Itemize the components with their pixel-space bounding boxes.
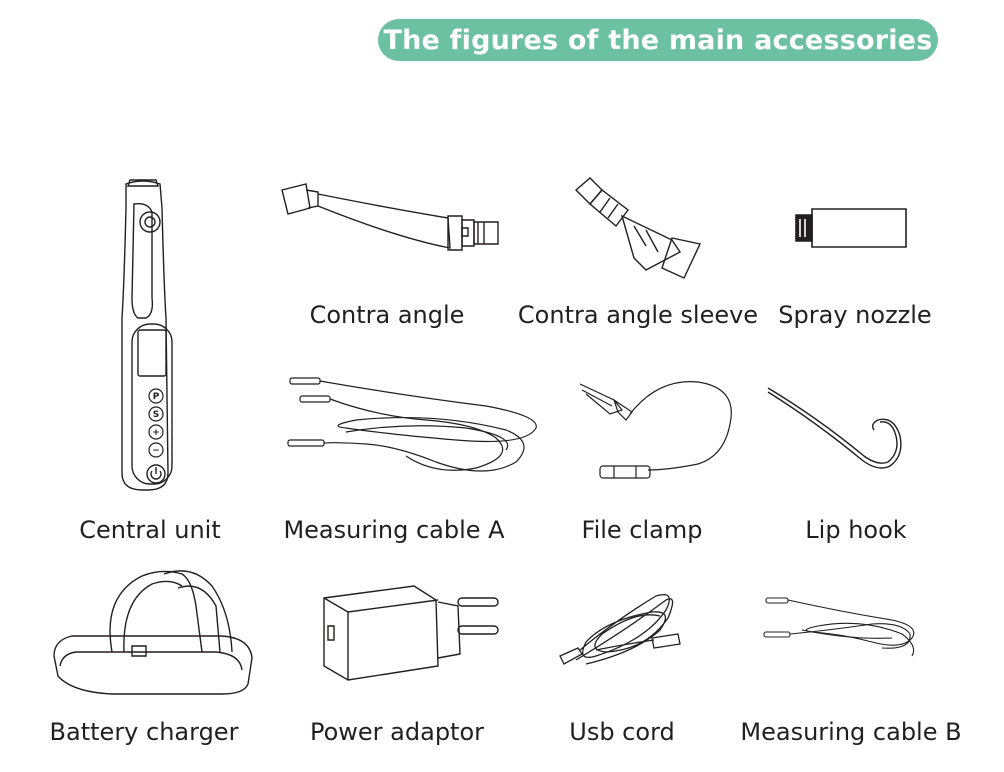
file-clamp-icon xyxy=(578,376,738,488)
lip-hook-label: Lip hook xyxy=(805,516,907,544)
measuring-cable-b-icon xyxy=(762,594,922,664)
contra-angle-sleeve-label: Contra angle sleeve xyxy=(517,301,759,329)
battery-charger-icon xyxy=(52,566,256,698)
spray-nozzle-label: Spray nozzle xyxy=(778,301,932,329)
central-unit-button-p: P xyxy=(153,392,160,402)
lip-hook-icon xyxy=(766,386,908,472)
central-unit-icon: P S + − xyxy=(108,178,178,493)
contra-angle-label: Contra angle xyxy=(309,301,465,329)
power-adaptor-label: Power adaptor xyxy=(309,718,485,746)
contra-angle-sleeve-icon xyxy=(572,176,706,280)
usb-cord-icon xyxy=(556,590,686,674)
power-adaptor-icon xyxy=(318,582,502,684)
battery-charger-label: Battery charger xyxy=(49,718,239,746)
usb-cord-label: Usb cord xyxy=(569,718,675,746)
measuring-cable-b-label: Measuring cable B xyxy=(740,718,962,746)
contra-angle-icon xyxy=(278,182,503,257)
central-unit-label: Central unit xyxy=(79,516,221,544)
spray-nozzle-icon xyxy=(794,207,908,249)
central-unit-button-minus: − xyxy=(152,446,160,456)
central-unit-button-s: S xyxy=(153,410,159,420)
measuring-cable-a-icon xyxy=(286,376,546,484)
central-unit-button-plus: + xyxy=(152,428,160,438)
measuring-cable-a-label: Measuring cable A xyxy=(283,516,505,544)
page-title: The figures of the main accessories xyxy=(378,19,938,61)
file-clamp-label: File clamp xyxy=(581,516,703,544)
